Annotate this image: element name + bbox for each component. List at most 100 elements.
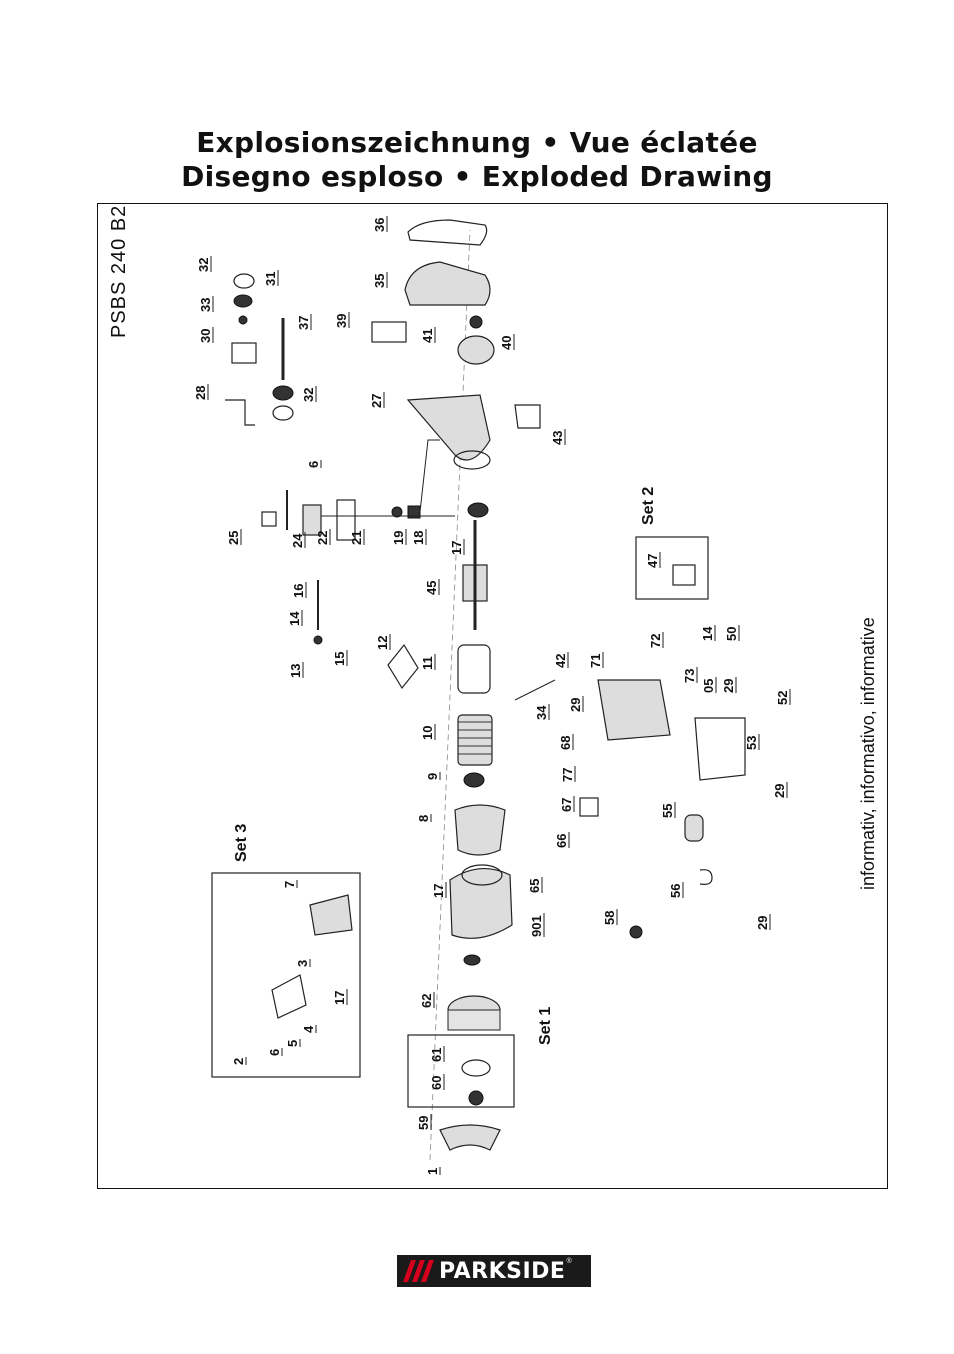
logo-stripes-icon	[397, 1255, 439, 1287]
part-label-17: 17	[332, 991, 347, 1005]
part-61-shape	[461, 1059, 491, 1077]
set-label-2: Set 2	[640, 487, 657, 525]
part-label-25: 25	[226, 531, 241, 545]
part-label-21: 21	[349, 531, 364, 545]
part-label-7: 7	[282, 881, 297, 888]
part-label-1: 1	[425, 1168, 440, 1175]
part-label-4: 4	[301, 1025, 316, 1033]
part-label-68: 68	[558, 736, 573, 750]
brand-name: PARKSIDE	[439, 1258, 566, 1284]
part-label-27: 27	[369, 394, 384, 408]
model-number: PSBS 240 B2	[108, 204, 130, 338]
part-7-shape	[309, 894, 353, 936]
part-label-66: 66	[554, 834, 569, 848]
part-label-17: 17	[431, 884, 446, 898]
drawing-frame	[97, 203, 888, 1189]
part-label-77: 77	[560, 768, 575, 782]
part-53-shape	[694, 717, 746, 781]
part-label-36: 36	[372, 218, 387, 232]
part-label-901: 901	[529, 915, 544, 937]
part-label-17: 17	[449, 541, 464, 555]
part-11-shape	[457, 644, 491, 694]
part-label-11: 11	[420, 656, 435, 670]
part-58-shape	[629, 925, 643, 939]
part-39-shape	[371, 321, 407, 343]
part-22-shape	[302, 504, 322, 536]
part-label-05: 05	[701, 679, 716, 693]
part-label-3: 3	[295, 960, 310, 967]
part-label-6: 6	[306, 461, 321, 468]
part-label-47: 47	[645, 554, 660, 568]
part-label-58: 58	[602, 911, 617, 925]
part-label-67: 67	[559, 798, 574, 812]
part-25-shape	[261, 511, 277, 527]
part-31-shape	[233, 294, 253, 308]
part-label-41: 41	[420, 329, 435, 343]
page-title-line-1: Explosionszeichnung • Vue éclatée	[196, 126, 758, 159]
part-label-2: 2	[231, 1058, 246, 1065]
part-901-shape	[449, 867, 513, 939]
part-label-59: 59	[416, 1116, 431, 1130]
part-label-39: 39	[334, 314, 349, 328]
informative-note: informativ, informativo, informative	[858, 617, 878, 890]
part-label-33: 33	[198, 298, 213, 312]
part-label-55: 55	[660, 804, 675, 818]
part-label-28: 28	[193, 386, 208, 400]
part-36-shape	[407, 219, 488, 246]
part-47-shape	[672, 564, 696, 586]
part-label-72: 72	[648, 634, 663, 648]
part-label-9: 9	[425, 773, 440, 780]
part-label-29: 29	[568, 698, 583, 712]
part-label-50: 50	[724, 627, 739, 641]
part-19-shape	[391, 506, 403, 518]
part-label-24: 24	[290, 533, 305, 548]
part-label-37: 37	[296, 316, 311, 330]
set-label-1: Set 1	[537, 1007, 554, 1045]
part-59-shape	[439, 1124, 501, 1151]
set-label-3: Set 3	[233, 824, 250, 862]
part-35-shape	[404, 261, 491, 306]
part-12-shape	[387, 643, 419, 690]
part-32-shape	[233, 273, 255, 289]
part-label-29: 29	[772, 784, 787, 798]
part-28-shape	[225, 399, 255, 426]
part-label-35: 35	[372, 274, 387, 288]
part-label-62: 62	[419, 994, 434, 1008]
part-67-shape	[579, 797, 599, 817]
part-label-60: 60	[429, 1076, 444, 1090]
part-3-shape	[271, 974, 307, 1019]
part-label-14: 14	[700, 626, 715, 641]
part-label-19: 19	[391, 531, 406, 545]
part-label-53: 53	[744, 736, 759, 750]
part-33-shape	[238, 315, 248, 325]
part-label-52: 52	[775, 691, 790, 705]
part-42-shape	[514, 679, 556, 701]
part-label-45: 45	[424, 581, 439, 595]
part-60-shape	[468, 1090, 484, 1106]
part-label-15: 15	[332, 652, 347, 666]
part-21-shape	[336, 499, 356, 541]
part-label-16: 16	[291, 584, 306, 598]
part-label-56: 56	[668, 884, 683, 898]
part-56-shape	[699, 869, 713, 885]
part-label-34: 34	[534, 705, 549, 720]
part-43-shape	[514, 404, 541, 429]
brand-registered-mark: ®	[566, 1258, 572, 1265]
part-label-8: 8	[416, 815, 431, 822]
part-8-shape	[454, 804, 506, 856]
part-label-61: 61	[429, 1048, 444, 1062]
part-55-shape	[684, 814, 704, 842]
part-label-65: 65	[527, 879, 542, 893]
set-1-box	[407, 1034, 515, 1108]
part-label-18: 18	[411, 531, 426, 545]
part-10-shape	[457, 714, 493, 766]
parkside-logo: PARKSIDE ®	[397, 1255, 591, 1287]
part-30-shape	[231, 342, 257, 364]
part-label-32: 32	[196, 258, 211, 272]
part-41-shape	[457, 335, 495, 365]
set-2-box	[635, 536, 709, 600]
part-label-32: 32	[301, 388, 316, 402]
part-label-30: 30	[198, 329, 213, 343]
part-label-14: 14	[287, 611, 302, 626]
